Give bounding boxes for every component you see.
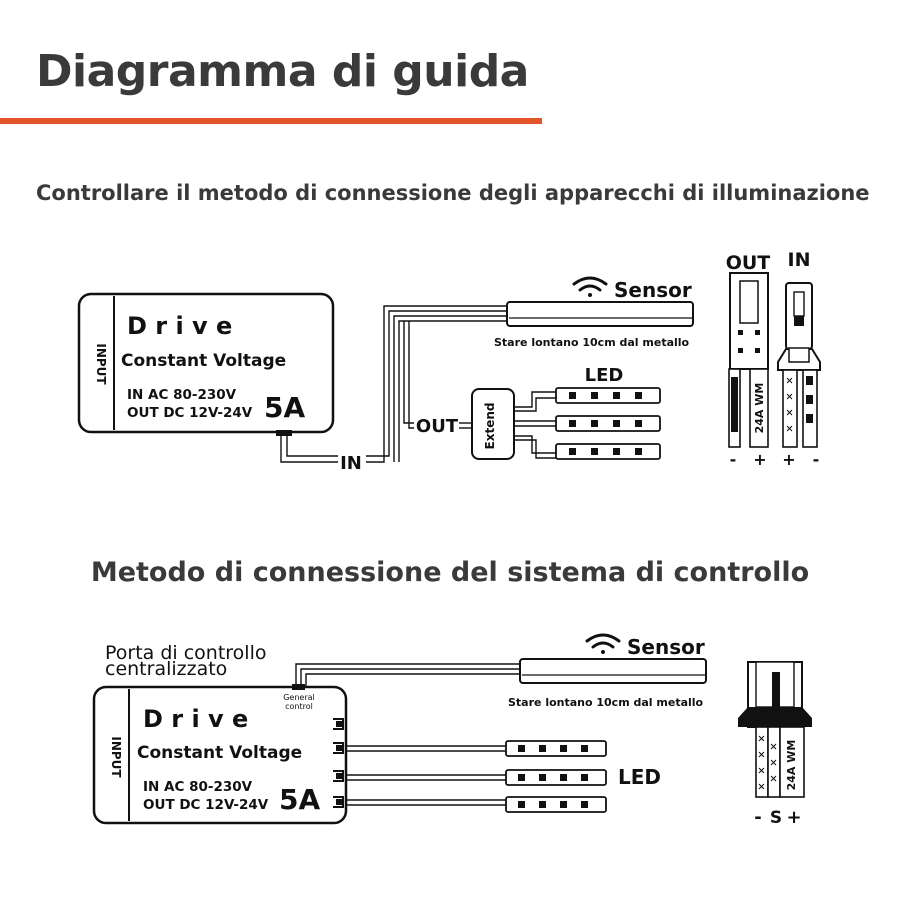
out-branch-cable [403, 321, 472, 429]
general-control-line1: General [283, 693, 315, 702]
section1-heading: Controllare il metodo di connessione deg… [36, 181, 870, 205]
led-strip [505, 740, 607, 757]
led-strip [555, 387, 661, 404]
in-label: IN [340, 453, 362, 474]
driver-2-type: Constant Voltage [137, 743, 302, 763]
connector-in-label: IN [788, 249, 811, 271]
wifi-icon [572, 276, 608, 297]
driver-1-type: Constant Voltage [121, 351, 286, 371]
port-label-line2: centralizzato [105, 658, 227, 680]
led-strip [555, 415, 661, 432]
wifi-icon [585, 633, 621, 654]
crimp-marks [786, 377, 793, 432]
polarity-3: + [782, 450, 795, 469]
extend-label: Extend [483, 403, 497, 450]
out-label: OUT [416, 416, 459, 437]
sensor-2-note: Stare lontano 10cm dal metallo [508, 696, 704, 709]
driver-2-input-label: INPUT [109, 736, 123, 778]
sensor-1-label: Sensor [614, 278, 692, 302]
control-cable [295, 663, 521, 688]
driver-2-current: 5A [279, 783, 320, 816]
connector-out-label: OUT [726, 252, 771, 274]
led-2-label: LED [618, 765, 661, 789]
led-strip [505, 769, 607, 786]
driver-2-in-spec: IN AC 80-230V [143, 779, 253, 795]
connector-1-cable-text: 24A WM [753, 383, 766, 434]
polarity-plus: + [786, 807, 801, 828]
driver-1-in-spec: IN AC 80-230V [127, 387, 237, 403]
sensor-2-label: Sensor [627, 635, 705, 659]
connector-detail-1: OUT IN 24A WM - [726, 249, 821, 469]
driver-1-out-spec: OUT DC 12V-24V [127, 405, 253, 421]
output-ports [333, 718, 344, 808]
page-title: Diagramma di guida [36, 46, 529, 97]
connector-detail-2: 24A WM - S + [738, 661, 812, 828]
driver-2: INPUT General control D r i v e Constant… [92, 684, 348, 825]
led-strip [555, 443, 661, 460]
driver-1-input-label: INPUT [94, 343, 108, 385]
polarity-minus: - [754, 807, 761, 828]
led-strip [505, 796, 607, 813]
polarity-1: - [730, 450, 737, 469]
section2-heading: Metodo di connessione del sistema di con… [90, 557, 810, 588]
driver-1: INPUT D r i v e Constant Voltage IN AC 8… [77, 292, 335, 436]
general-control-line2: control [285, 702, 313, 711]
crimp-marks [758, 735, 777, 790]
polarity-2: + [753, 450, 766, 469]
driver-2-out-spec: OUT DC 12V-24V [143, 797, 269, 813]
sensor-1-note: Stare lontano 10cm dal metallo [494, 336, 690, 349]
title-underline [0, 118, 542, 124]
led-strips-2 [505, 740, 607, 813]
led-cables-2 [345, 745, 508, 806]
sensor-1: Sensor Stare lontano 10cm dal metallo [494, 276, 694, 349]
extend-led-cables [514, 391, 556, 459]
driver-1-name: D r i v e [127, 312, 232, 340]
driver-1-current: 5A [264, 391, 305, 424]
led-strips-1 [555, 387, 661, 460]
polarity-4: - [813, 450, 820, 469]
polarity-signal: S [770, 808, 782, 828]
sensor-2: Sensor Stare lontano 10cm dal metallo [508, 633, 707, 709]
port-label-line1: Porta di controllo [105, 642, 267, 664]
general-control-port [292, 684, 305, 690]
extend-box: Extend [471, 388, 515, 460]
led-1-label: LED [585, 365, 624, 386]
driver-1-cable [280, 305, 508, 463]
driver-1-port [276, 430, 292, 436]
connector-2-cable-text: 24A WM [785, 740, 798, 791]
driver-2-name: D r i v e [143, 705, 248, 733]
